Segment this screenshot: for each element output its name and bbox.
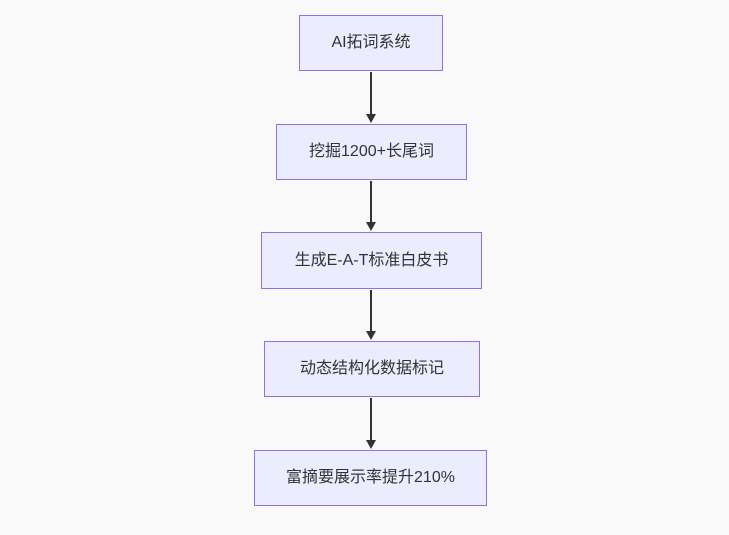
arrow-down-icon <box>366 114 376 123</box>
flowchart-arrow-1 <box>366 72 376 123</box>
flowchart-node-ai-word-expansion-system: AI拓词系统 <box>299 15 443 71</box>
node-label: 动态结构化数据标记 <box>299 360 444 378</box>
flowchart-node-rich-snippet-rate-increase: 富摘要展示率提升210% <box>254 450 487 506</box>
arrow-down-icon <box>366 440 376 449</box>
flowchart-node-generate-eat-whitepaper: 生成E-A-T标准白皮书 <box>261 232 482 289</box>
flowchart-arrow-4 <box>366 398 376 449</box>
arrow-down-icon <box>366 222 376 231</box>
flowchart-node-mine-longtail-keywords: 挖掘1200+长尾词 <box>276 124 467 180</box>
arrow-line <box>370 290 372 331</box>
node-label: 挖掘1200+长尾词 <box>309 143 434 161</box>
arrow-down-icon <box>366 331 376 340</box>
flowchart-arrow-2 <box>366 181 376 231</box>
node-label: 富摘要展示率提升210% <box>286 469 455 487</box>
node-label: 生成E-A-T标准白皮书 <box>294 251 449 269</box>
arrow-line <box>370 398 372 440</box>
node-label: AI拓词系统 <box>331 34 411 52</box>
arrow-line <box>370 181 372 222</box>
arrow-line <box>370 72 372 114</box>
flowchart-node-dynamic-structured-data-markup: 动态结构化数据标记 <box>264 341 480 397</box>
flowchart-arrow-3 <box>366 290 376 340</box>
